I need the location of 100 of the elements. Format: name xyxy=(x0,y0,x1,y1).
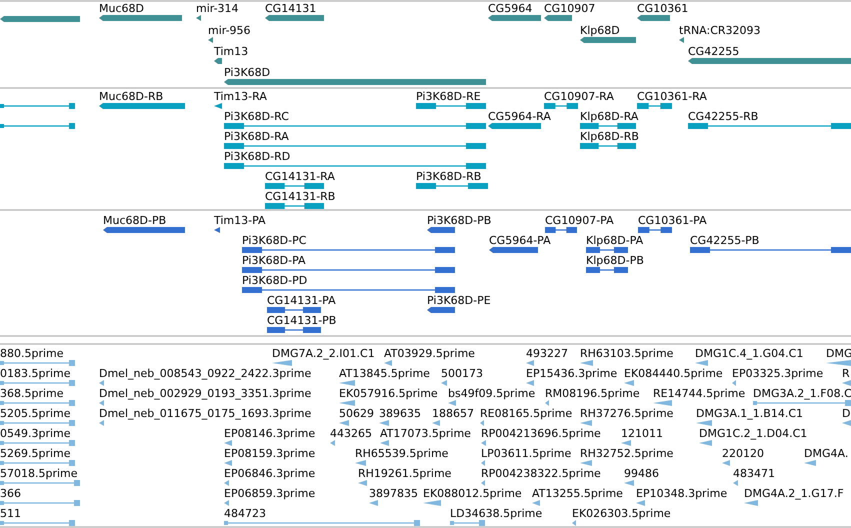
feature-label: EK084440.5prime xyxy=(624,367,723,380)
feature-label: 0183.5prime xyxy=(0,367,71,380)
feature-label: Pi3K68D-PE xyxy=(427,294,491,307)
feature-label: CG14131-RB xyxy=(265,190,336,203)
feature-label: 57018.5prime xyxy=(0,467,78,480)
feature-label: EP10348.3prime xyxy=(636,487,728,500)
feature-label: EP03325.3prime xyxy=(732,367,824,380)
feature-label: Muc68D-RB xyxy=(99,90,164,103)
feature-label: Klp68D-RA xyxy=(580,110,638,123)
feature-label: CG5964-RA xyxy=(488,110,551,123)
feature-label: 0549.3prime xyxy=(0,427,71,440)
feature-label: CG10907-RA xyxy=(544,90,614,103)
feature-label: 484723 xyxy=(224,507,266,520)
feature-label: CG42255-RB xyxy=(688,110,758,123)
feature-label: R xyxy=(842,367,850,380)
feature-label: Klp68D-RB xyxy=(580,130,639,143)
feature-label: EP08146.3prime xyxy=(224,427,316,440)
feature-label: AT17073.5prime xyxy=(380,427,471,440)
feature-label: DMG3A.2_1.F08.C xyxy=(753,387,851,400)
feature-label: EK057916.5prime xyxy=(339,387,438,400)
feature-label: 483471 xyxy=(733,467,775,480)
feature-label: 220120 xyxy=(722,447,764,460)
feature-label: Klp68D xyxy=(580,24,620,37)
feature-label: Muc68D xyxy=(99,2,144,15)
feature-label: 121011 xyxy=(621,427,663,440)
feature-label: CG42255-PB xyxy=(690,234,760,247)
feature-label: DMG1C.4_1.G04.C1 xyxy=(695,347,804,360)
feature-label: Pi3K68D-RE xyxy=(416,90,481,103)
feature-label: 368.5prime xyxy=(0,387,64,400)
feature-label: DMG4A.2_1.G17.F xyxy=(744,487,844,500)
feature-label: CG5964 xyxy=(488,2,532,15)
feature-label: 500173 xyxy=(441,367,483,380)
feature-label: 5205.5prime xyxy=(0,407,71,420)
feature-label: RP004213696.5prime xyxy=(481,427,601,440)
feature-label: 5269.5prime xyxy=(0,447,71,460)
feature-label: Pi3K68D-PC xyxy=(242,234,306,247)
feature-label: EK088012.5prime xyxy=(423,487,522,500)
feature-label: DMG4A. xyxy=(804,447,848,460)
feature-label: Pi3K68D-RD xyxy=(224,150,290,163)
feature-label: DMG1C.2_1.D04.C1 xyxy=(699,427,808,440)
feature-label: LD34638.5prime xyxy=(450,507,542,520)
feature-label: Klp68D-PB xyxy=(586,254,644,267)
feature-label: 99486 xyxy=(624,467,659,480)
feature-label: CG10361-PA xyxy=(638,214,707,227)
feature-label: RH19261.5prime xyxy=(358,467,452,480)
feature-label: Pi3K68D-RC xyxy=(224,110,289,123)
feature-label: CG14131 xyxy=(265,2,316,15)
feature-label: Pi3K68D-RB xyxy=(416,170,482,183)
feature-label: tRNA:CR32093 xyxy=(679,24,761,37)
feature-label: Pi3K68D-PB xyxy=(427,214,492,227)
feature-label: CG10907 xyxy=(544,2,596,15)
feature-label: 389635 xyxy=(379,407,421,420)
feature-label: Tim13-PA xyxy=(214,214,266,227)
feature-label: D xyxy=(842,407,850,420)
feature-label: Dmel_neb_008543_0922_2422.3prime xyxy=(99,367,312,380)
feature-label: 443265 xyxy=(330,427,372,440)
feature-label: CG10907-PA xyxy=(545,214,614,227)
feature-label: Dmel_neb_002929_0193_3351.3prime xyxy=(99,387,312,400)
feature-label: EK026303.5prime xyxy=(572,507,671,520)
feature-label: RH32752.5prime xyxy=(580,447,674,460)
feature-label: Tim13 xyxy=(214,45,248,58)
feature-label: 188657 xyxy=(432,407,474,420)
feature-label: 366 xyxy=(0,487,21,500)
feature-label: 880.5prime xyxy=(0,347,64,360)
feature-label: bs49f09.5prime xyxy=(448,387,536,400)
feature-label: Klp68D-PA xyxy=(586,234,644,247)
feature-label: AT13255.5prime xyxy=(532,487,623,500)
feature-label: Pi3K68D xyxy=(224,66,270,79)
feature-label: EP08159.3prime xyxy=(224,447,316,460)
feature-label: AT13845.5prime xyxy=(339,367,430,380)
feature-label: Pi3K68D-PA xyxy=(242,254,306,267)
feature-label: Tim13-RA xyxy=(214,90,267,103)
feature-label: RH63103.5prime xyxy=(580,347,674,360)
feature-label: RE08165.5prime xyxy=(480,407,572,420)
feature-label: 50629 xyxy=(339,407,374,420)
feature-label: DMG7A.2_2.I01.C1 xyxy=(272,347,375,360)
feature-label: CG10361-RA xyxy=(637,90,707,103)
feature-label: RP004238322.5prime xyxy=(481,467,601,480)
feature-label: mir-314 xyxy=(196,2,239,15)
feature-label: LP03611.5prime xyxy=(481,447,572,460)
feature-label: CG5964-PA xyxy=(489,234,551,247)
feature-label: RH37276.5prime xyxy=(580,407,674,420)
feature-label: mir-956 xyxy=(208,24,251,37)
feature-label: CG14131-PA xyxy=(267,294,336,307)
feature-label: CG14131-PB xyxy=(267,314,336,327)
feature-label: DMG3A.1_1.B14.C1 xyxy=(696,407,804,420)
feature-label: Pi3K68D-PD xyxy=(242,274,308,287)
feature-label: Dmel_neb_011675_0175_1693.3prime xyxy=(99,407,312,420)
feature-label: RM08196.5prime xyxy=(545,387,640,400)
feature-label: RE14744.5prime xyxy=(653,387,746,400)
feature-label: Muc68D-PB xyxy=(103,214,166,227)
feature-label: EP06846.3prime xyxy=(224,467,316,480)
feature-label: CG10361 xyxy=(637,2,688,15)
feature-label: CG42255 xyxy=(688,45,740,58)
feature-label: 3897835 xyxy=(369,487,418,500)
feature-label: RH65539.5prime xyxy=(355,447,448,460)
feature-label: EP15436.3prime xyxy=(526,367,618,380)
feature-label: CG14131-RA xyxy=(265,170,335,183)
feature-label: 493227 xyxy=(526,347,568,360)
feature-label: Pi3K68D-RA xyxy=(224,130,289,143)
